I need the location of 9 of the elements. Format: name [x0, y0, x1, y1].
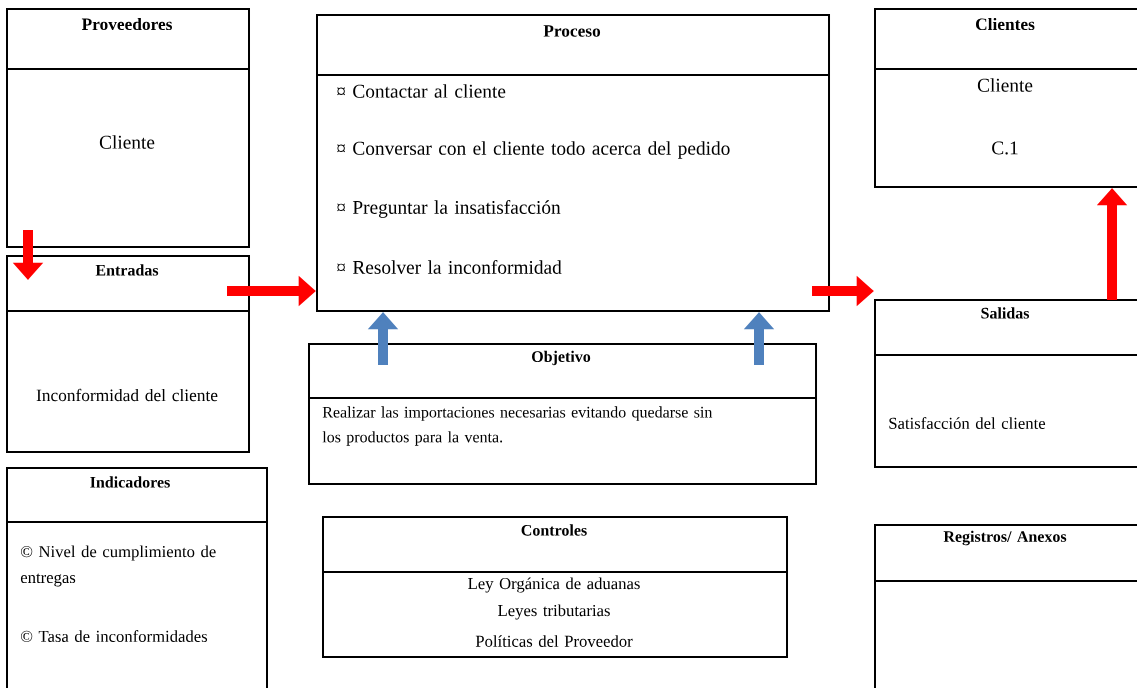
section-box: Registros/ Anexos — [873, 524, 1137, 688]
section-box: Entradas Inconformidad del cliente — [5, 255, 250, 453]
section-box: Objetivo Realizar las importaciones necesarias evitando quedarse sin los productos para la venta. — [307, 343, 817, 485]
section-box: Controles Ley Orgánica de aduanas Leyes tributarias Políticas del Proveedor — [321, 516, 788, 658]
section-box: Clientes Cliente C.1 — [873, 8, 1137, 188]
section-box: Salidas Satisfacción del cliente — [873, 299, 1137, 468]
section-box: Proveedores Cliente — [5, 8, 250, 248]
section-box: Indicadores © Nivel de cumplimiento de entregas © Tasa de inconformidades — [5, 467, 268, 688]
section-box: Proceso ¤ Contactar al cliente ¤ Conversar con el cliente todo acerca del pedido ¤ Preguntar la insatisfacción ¤ Resolver la inconformidad — [315, 14, 830, 312]
